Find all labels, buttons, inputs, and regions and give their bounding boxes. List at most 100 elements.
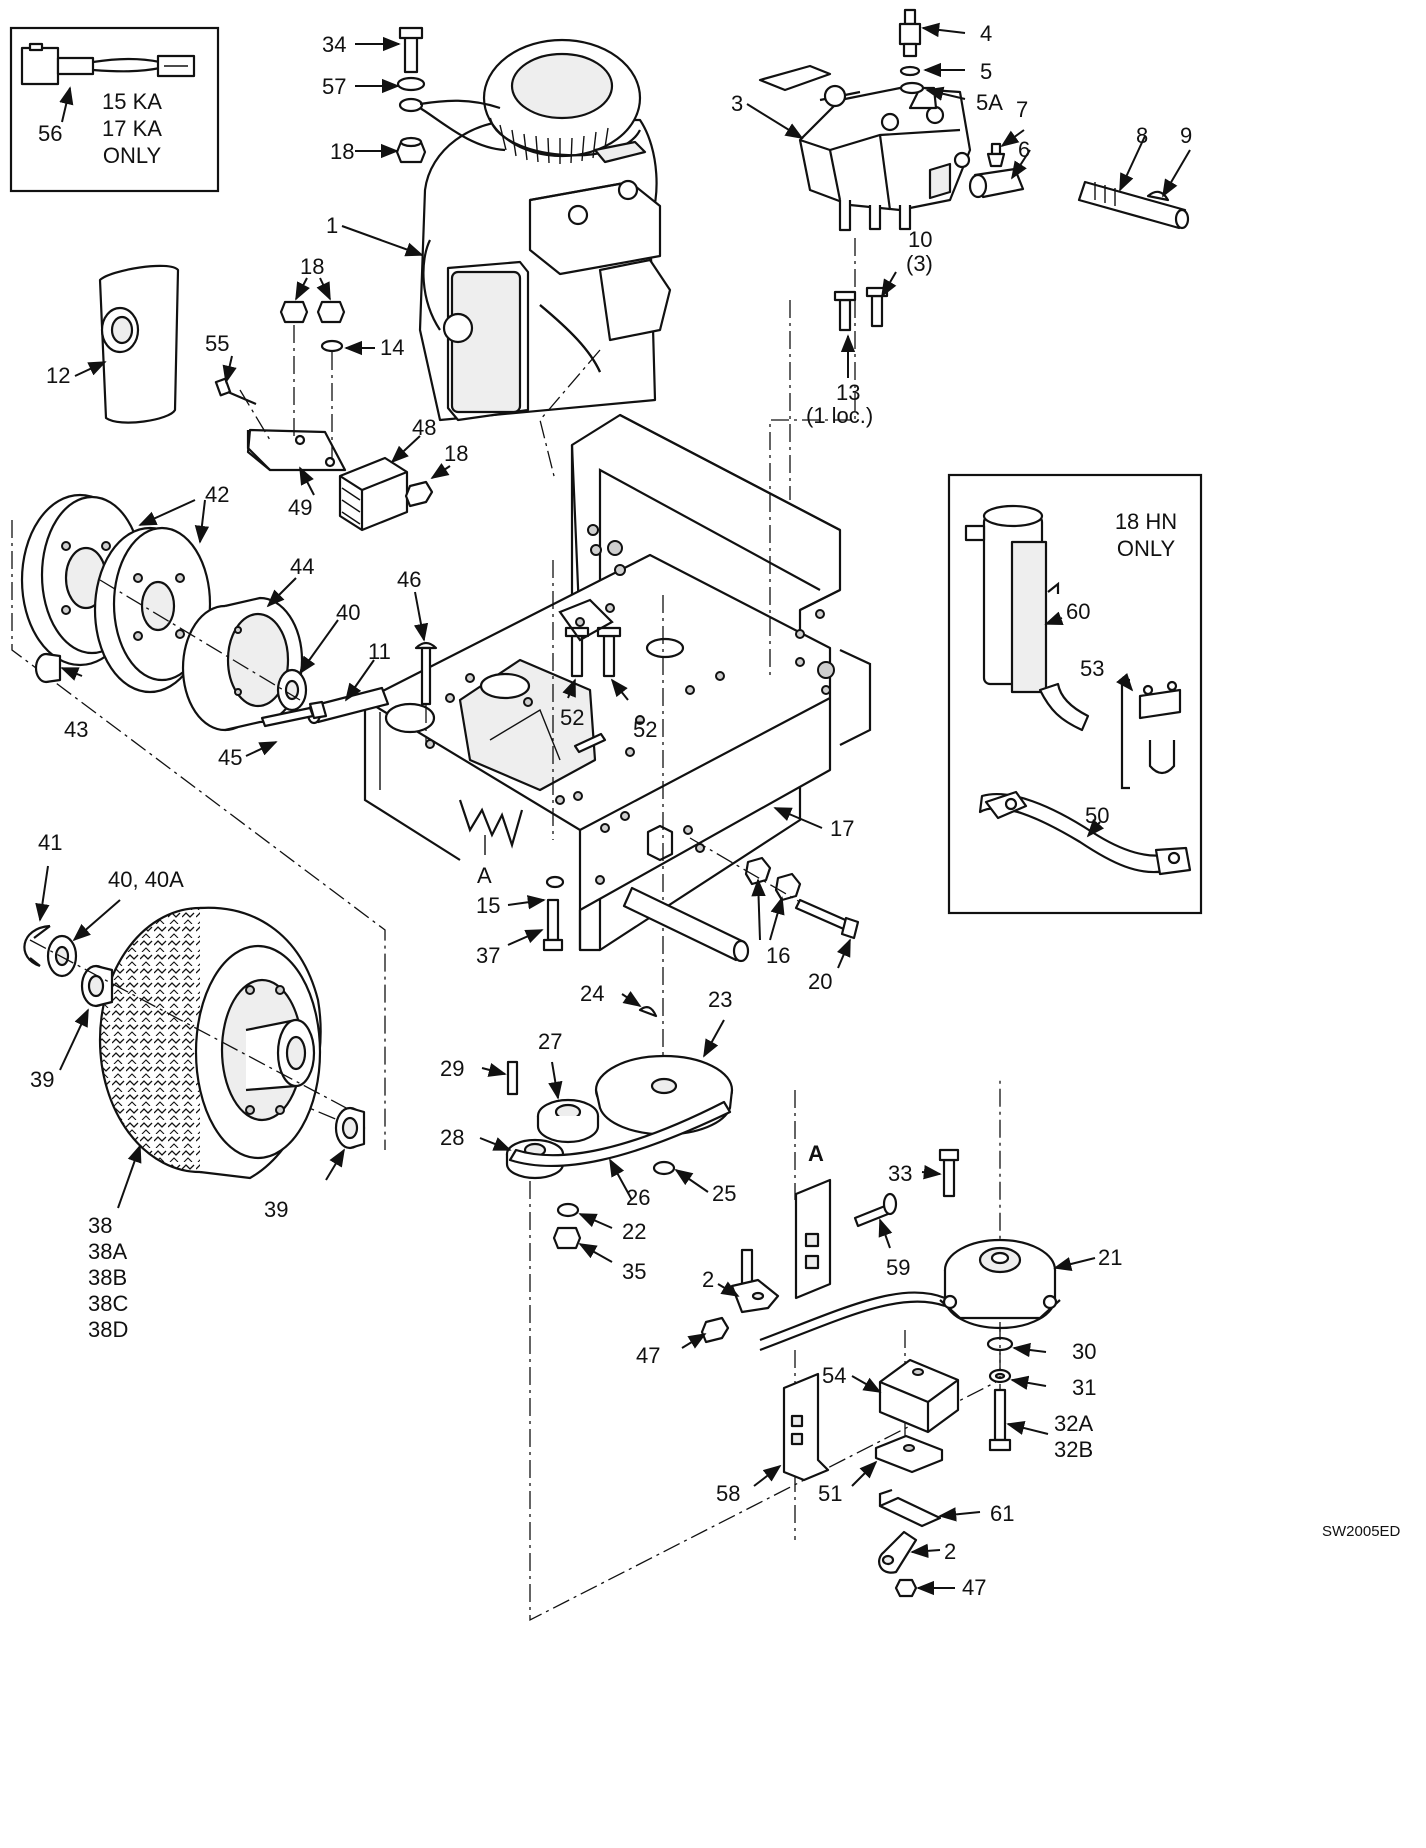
callout-38d: 38D: [88, 1317, 129, 1342]
bearing-39-outer: [334, 1106, 366, 1150]
washer-5a: [899, 81, 925, 95]
callout-32b: 32B: [1054, 1437, 1094, 1462]
clutch-21: [759, 1238, 1061, 1352]
callout-5: 5: [980, 59, 993, 84]
bolt-32: [988, 1388, 1012, 1452]
callout-42: 42: [205, 482, 230, 507]
hub-44: [181, 596, 304, 732]
callout-41: 41: [38, 830, 63, 855]
callout-6: 6: [1018, 137, 1031, 162]
callout-11: 11: [368, 639, 391, 664]
block-48: [338, 456, 409, 532]
callout-21: 21: [1098, 1245, 1123, 1270]
engine-1: [418, 38, 672, 422]
callout-54: 54: [822, 1363, 847, 1388]
callout-14: 14: [380, 335, 405, 360]
nut-35: [552, 1226, 582, 1250]
grease-fitting-7: [986, 142, 1006, 168]
washer-14: [320, 339, 344, 353]
callout-52-left: 52: [560, 705, 585, 730]
callout-20: 20: [808, 969, 833, 994]
callout-18-block: 18: [444, 441, 469, 466]
spacer-43: [34, 652, 62, 684]
fitting-4: [898, 8, 922, 58]
inset-connector-note: 15 KA 17 KA ONLY: [97, 88, 167, 169]
link-2-lower: [878, 1530, 918, 1574]
callout-33: 33: [888, 1161, 913, 1186]
callout-26: 26: [626, 1185, 651, 1210]
callout-7: 7: [1016, 97, 1029, 122]
callout-13-loc: (1 loc.): [806, 403, 874, 428]
callout-59: 59: [886, 1255, 911, 1280]
callout-a-lower: A: [808, 1141, 824, 1166]
callout-39-left: 39: [30, 1067, 55, 1092]
callout-37: 37: [476, 943, 501, 968]
bearing-39-inner: [80, 964, 114, 1008]
callout-43: 43: [64, 717, 89, 742]
callout-2-lower: 2: [944, 1539, 957, 1564]
callout-52-right: 52: [633, 717, 658, 742]
callout-56: 56: [38, 121, 63, 146]
callout-8: 8: [1136, 123, 1149, 148]
block-51: [874, 1434, 944, 1474]
callout-32a: 32A: [1054, 1411, 1094, 1436]
callout-38c: 38C: [88, 1291, 129, 1316]
callout-24: 24: [580, 981, 605, 1006]
plate-61: [878, 1488, 942, 1528]
key-24: [638, 1006, 658, 1018]
muffler-drawing: [964, 504, 1090, 732]
callout-3: 3: [731, 91, 744, 116]
callout-27: 27: [538, 1029, 563, 1054]
inset-box-connector: [9, 26, 220, 193]
callout-38a: 38A: [88, 1239, 128, 1264]
screw-55: [214, 377, 257, 406]
callout-38: 38: [88, 1213, 113, 1238]
nut-18-pair: [279, 300, 346, 324]
bolt-37: [542, 898, 564, 952]
spacer-25: [652, 1160, 676, 1176]
screw-13: [833, 290, 857, 332]
nut-47-upper: [700, 1316, 730, 1344]
bracket-49: [246, 428, 347, 472]
bolt-20: [794, 898, 860, 940]
nut-18-top: [395, 136, 427, 164]
belt-cover-12: [98, 264, 180, 424]
washer-40-40a: [46, 934, 78, 978]
coupler-6: [968, 167, 1025, 199]
callout-44: 44: [290, 554, 315, 579]
washer-15: [545, 875, 565, 889]
inset-box-muffler: [947, 473, 1203, 915]
washer-5: [899, 65, 921, 77]
frame-17: [363, 413, 872, 952]
callout-58: 58: [716, 1481, 741, 1506]
bracket-a-plate: [794, 1178, 832, 1300]
inset-connector-line-1: 15 KA: [102, 89, 162, 114]
nuts-16: [744, 856, 802, 902]
block-54: [878, 1358, 960, 1434]
callout-12: 12: [46, 363, 71, 388]
callout-17: 17: [830, 816, 855, 841]
callout-2-upper: 2: [702, 1267, 715, 1292]
callout-22: 22: [622, 1219, 647, 1244]
link-2-upper: [730, 1248, 780, 1314]
callout-47-upper: 47: [636, 1343, 661, 1368]
callout-15: 15: [476, 893, 501, 918]
callout-40: 40: [336, 600, 361, 625]
callout-18-pair: 18: [300, 254, 325, 279]
exhaust-pipe-50: [978, 790, 1192, 876]
nut-18-block: [404, 480, 434, 508]
callout-55: 55: [205, 331, 230, 356]
axle-shaft: [622, 886, 750, 963]
bracket-58: [782, 1372, 830, 1482]
callout-28: 28: [440, 1125, 465, 1150]
callout-16: 16: [766, 943, 791, 968]
inset-muffler-note: 18 HN ONLY: [1106, 508, 1186, 562]
callout-29: 29: [440, 1056, 465, 1081]
callout-35: 35: [622, 1259, 647, 1284]
callout-10-qty: (3): [906, 251, 933, 276]
callout-25: 25: [712, 1181, 737, 1206]
callout-49: 49: [288, 495, 313, 520]
callout-47-lower: 47: [962, 1575, 987, 1600]
